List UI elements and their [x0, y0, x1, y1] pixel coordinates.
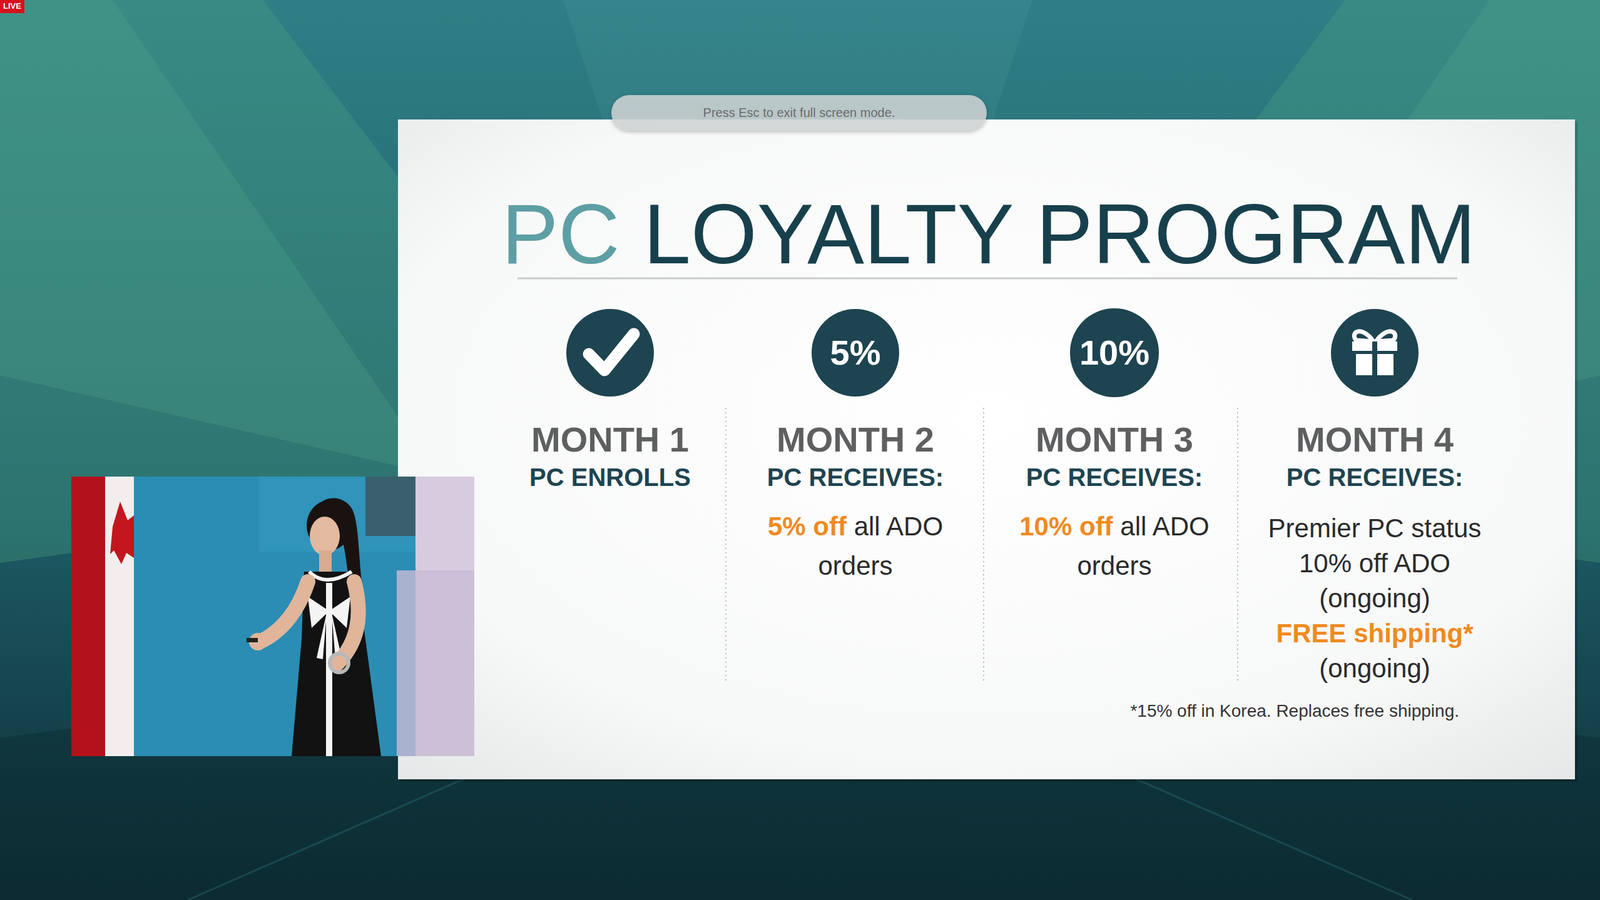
month-heading: MONTH 1	[478, 419, 742, 460]
illustration-shape	[71, 476, 106, 757]
illustration-shape	[71, 476, 475, 757]
illustration-shape	[329, 596, 351, 629]
illustration-shape	[566, 309, 654, 397]
illustration-shape	[329, 653, 349, 673]
highlight-text: FREE shipping*	[1262, 616, 1488, 652]
illustration-shape	[1352, 351, 1398, 355]
percent-circle: 5%	[811, 309, 900, 397]
body-text: (ongoing)	[1262, 651, 1488, 687]
highlight-text: 10% off	[1019, 511, 1113, 542]
step-subheading: PC ENROLLS	[478, 462, 742, 493]
slide-title: PC LOYALTY PROGRAM	[501, 191, 1477, 277]
text-column: MONTH 1PC ENROLLS	[478, 419, 742, 493]
illustration-shape	[396, 570, 475, 757]
illustration-shape	[0, 0, 439, 476]
illustration-shape	[316, 613, 327, 660]
checkmark-icon	[566, 309, 654, 397]
text-column: 5% offall ADO orders	[749, 509, 962, 589]
illustration-shape	[309, 571, 352, 581]
illustration-shape	[309, 516, 340, 556]
text-column: MONTH 3PC RECEIVES:	[983, 419, 1246, 493]
node-text: LIVE	[3, 1, 22, 12]
node-text: 5%	[830, 332, 882, 373]
text-column: MONTH 4PC RECEIVES:	[1243, 419, 1507, 493]
illustration-shape	[1237, 407, 1239, 683]
illustration-shape	[262, 581, 308, 641]
month-heading: MONTH 2	[723, 419, 987, 460]
illustration-shape	[307, 596, 330, 629]
illustration-shape	[588, 334, 634, 371]
illustration-shape	[725, 407, 727, 683]
percent-circle: 10%	[1070, 308, 1159, 397]
live-badge: LIVE	[0, 0, 25, 14]
illustration-shape	[105, 476, 134, 757]
slide-panel	[397, 119, 1578, 783]
illustration-shape	[319, 550, 332, 572]
text-column: Premier PC status 10% off ADO (ongoing)F…	[1262, 511, 1488, 687]
illustration-shape	[1375, 331, 1396, 342]
fullscreen-tooltip: Press Esc to exit full screen mode.	[611, 95, 987, 131]
month-heading: MONTH 3	[983, 419, 1246, 460]
step-subheading: PC RECEIVES:	[723, 462, 987, 493]
footnote: *15% off in Korea. Replaces free shippin…	[983, 700, 1460, 723]
illustration-shape	[1354, 331, 1374, 342]
illustration-shape	[246, 638, 258, 643]
illustration-shape	[397, 119, 1575, 780]
text-column: 10% offall ADO orders	[1008, 509, 1221, 589]
text-column: MONTH 2PC RECEIVES:	[723, 419, 987, 493]
presenter-video	[71, 476, 475, 757]
illustration-shape	[1330, 309, 1419, 397]
month-heading: MONTH 4	[1243, 419, 1507, 460]
title-accent: PC	[501, 186, 621, 282]
text-column: *15% off in Korea. Replaces free shippin…	[983, 700, 1460, 723]
node-text: Press Esc to exit full screen mode.	[703, 105, 896, 121]
illustration-shape	[110, 501, 134, 565]
illustration-shape	[365, 476, 416, 537]
gift-icon	[1330, 309, 1419, 397]
illustration-shape	[1372, 341, 1378, 376]
node-text: 10%	[1079, 332, 1150, 373]
step-subheading: PC RECEIVES:	[983, 462, 1246, 493]
title-main: LOYALTY PROGRAM	[620, 186, 1477, 282]
highlight-text: 5% off	[767, 511, 847, 542]
illustration-shape	[983, 407, 985, 683]
body-text: Premier PC status 10% off ADO (ongoing)	[1262, 511, 1488, 617]
step-subheading: PC RECEIVES:	[1243, 462, 1507, 493]
